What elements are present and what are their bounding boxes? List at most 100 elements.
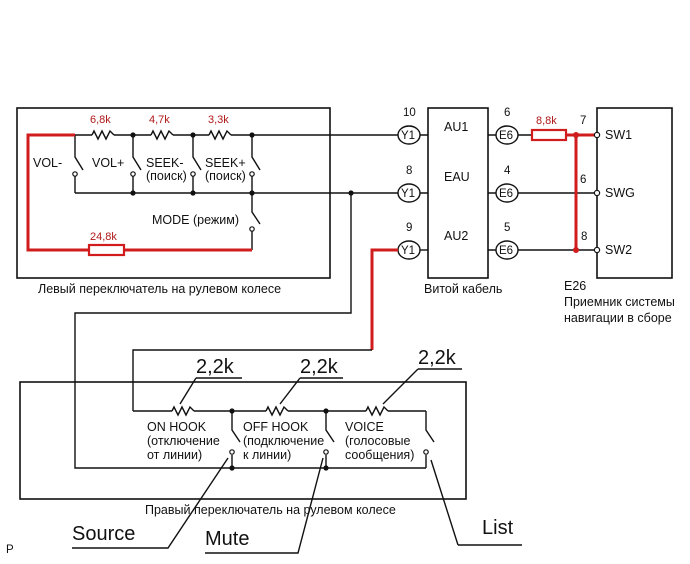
spiral-name-au2: AU2	[444, 229, 468, 243]
connector-label: Y1	[401, 245, 415, 257]
receiver-terminal-swg: SWG	[605, 186, 635, 200]
connector-y1	[397, 183, 421, 203]
spiral-cable-block: Y1 Y1 Y1 E6 E6 E6 10 8 9 6 4 5 AU1 EAU A…	[370, 107, 597, 350]
switch-contact	[249, 171, 255, 177]
connector-label: Y1	[401, 188, 415, 200]
label-seek-plus: SEEK+	[205, 156, 246, 170]
junction-dot	[130, 132, 136, 138]
label-vol-plus: VOL+	[92, 156, 124, 170]
label-on-hook: ON HOOK	[147, 420, 207, 434]
connector-label: E6	[499, 188, 513, 200]
resistor-2-2k	[365, 405, 389, 417]
resistor-label-24-8k: 24,8k	[90, 231, 117, 243]
left-switch-caption: Левый переключатель на рулевом колесе	[38, 282, 281, 296]
receiver-block: 7 6 8 SW1 SWG SW2 E26 Приемник системы н…	[564, 107, 675, 325]
left-switch-block: 6,8k 4,7k 3,3k 24,8k VOL- VOL+	[16, 107, 382, 296]
switch-contact	[423, 449, 429, 455]
resistor-2-2k	[265, 405, 289, 417]
receiver-pin: 7	[580, 115, 586, 127]
pin-number: 8	[406, 165, 412, 177]
resistor-6-8k	[91, 129, 115, 141]
junction-dot	[323, 408, 329, 414]
junction-dot	[249, 132, 255, 138]
terminal-dot	[593, 189, 601, 197]
annotation-2-2k: 2,2k	[196, 356, 235, 378]
receiver-pin: 6	[580, 174, 586, 186]
label-off-hook: OFF HOOK	[243, 420, 309, 434]
switch-contact	[130, 171, 136, 177]
label-seek-minus: SEEK-	[146, 156, 184, 170]
resistor-8-8k	[530, 128, 568, 142]
red-wire-au2	[370, 248, 398, 350]
junction-dot	[323, 465, 329, 471]
resistor-4-7k	[150, 129, 174, 141]
corner-mark: P	[6, 544, 14, 556]
red-junction-dot	[573, 132, 579, 138]
connector-label: E6	[499, 245, 513, 257]
switch-seek-minus	[192, 135, 202, 193]
label-mode: MODE (режим)	[152, 213, 239, 227]
junction-dot	[249, 190, 255, 196]
connector-y1	[397, 125, 421, 145]
annotation-mute: Mute	[205, 528, 249, 550]
switch-contact	[323, 449, 329, 455]
annotation-leader	[382, 368, 462, 405]
annotation-source-leader	[72, 457, 229, 549]
switch-contact	[229, 449, 235, 455]
receiver-terminal-sw2: SW2	[605, 243, 632, 257]
switch-off-hook	[325, 411, 335, 468]
resistor-3-3k	[208, 129, 232, 141]
resistor-label-4-7k: 4,7k	[149, 114, 170, 126]
junction-dot	[190, 132, 196, 138]
spiral-cable-caption: Витой кабель	[424, 282, 502, 296]
switch-vol-minus	[74, 135, 84, 193]
receiver-pin: 8	[581, 231, 587, 243]
resistor-label-8-8k: 8,8k	[536, 115, 557, 127]
terminal-dot	[593, 131, 601, 139]
label-on-hook-ru1: (отключение	[147, 434, 220, 448]
label-voice-ru2: сообщения)	[345, 448, 414, 462]
label-off-hook-ru1: (подключение	[243, 434, 324, 448]
annotation-list: List	[482, 517, 514, 539]
connector-label: E6	[499, 130, 513, 142]
pin-number: 9	[406, 222, 412, 234]
wire-au2-to-right-switch	[132, 349, 372, 411]
label-off-hook-ru2: к линии)	[243, 448, 291, 462]
red-loop-wire	[26, 133, 252, 252]
connector-label: Y1	[401, 130, 415, 142]
junction-dot	[130, 190, 136, 196]
connector-e6	[495, 240, 519, 260]
right-switch-caption: Правый переключатель на рулевом колесе	[145, 503, 396, 517]
resistor-label-6-8k: 6,8k	[90, 114, 111, 126]
resistor-2-2k	[171, 405, 195, 417]
receiver-terminal-sw1: SW1	[605, 128, 632, 142]
switch-contact	[190, 171, 196, 177]
receiver-caption-line2: навигации в сборе	[564, 311, 672, 325]
spiral-name-au1: AU1	[444, 120, 468, 134]
pin-number: 5	[504, 222, 510, 234]
label-seek-plus-ru: (поиск)	[205, 169, 246, 183]
wire-eau-to-right-switch	[74, 193, 426, 469]
label-on-hook-ru2: от линии)	[147, 448, 202, 462]
resistor-label-3-3k: 3,3k	[208, 114, 229, 126]
right-switch-box	[19, 381, 467, 500]
junction-dot	[229, 408, 235, 414]
annotation-2-2k: 2,2k	[418, 347, 457, 369]
pin-number: 6	[504, 107, 510, 119]
annotation-2-2k: 2,2k	[300, 356, 339, 378]
red-junction-dot	[573, 247, 579, 253]
label-voice: VOICE	[345, 420, 384, 434]
junction-dot	[229, 465, 235, 471]
red-jumper-wire	[566, 133, 597, 250]
annotation-list-leader	[430, 459, 522, 546]
spiral-name-eau: EAU	[444, 170, 470, 184]
switch-on-hook	[231, 411, 241, 468]
switch-contact	[72, 171, 78, 177]
terminal-dot	[593, 246, 601, 254]
switch-vol-plus	[132, 135, 142, 193]
switch-mode	[251, 193, 261, 250]
annotation-source: Source	[72, 523, 135, 545]
pin-number: 10	[403, 107, 416, 119]
label-seek-minus-ru: (поиск)	[146, 169, 187, 183]
